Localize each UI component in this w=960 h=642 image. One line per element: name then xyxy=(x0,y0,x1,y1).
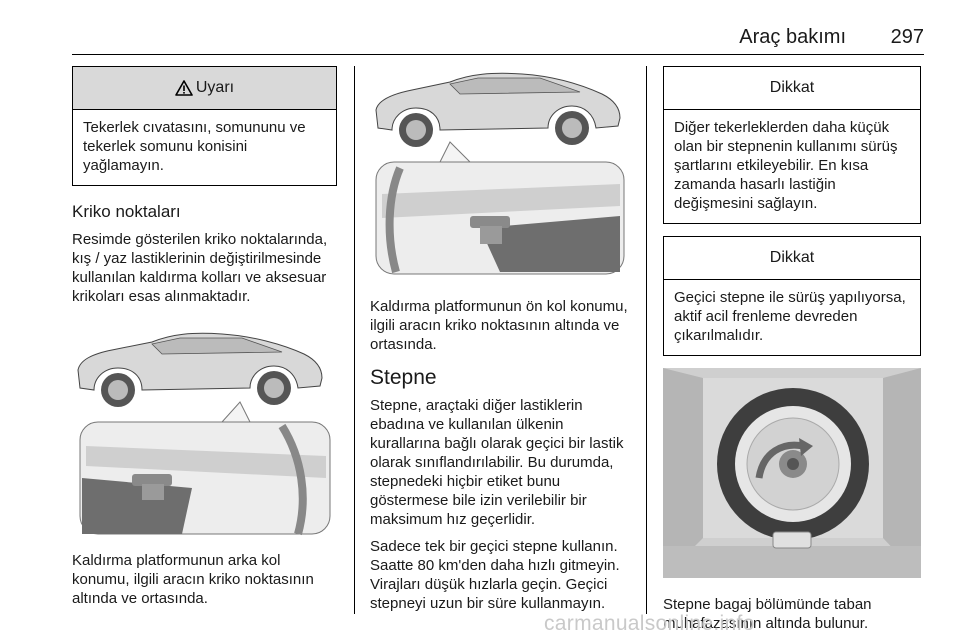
warning-box: Uyarı Tekerlek cıvatasını, somununu ve t… xyxy=(72,66,337,186)
spare-wheel-caption: Stepne bagaj bölümünde taban muhafazasın… xyxy=(663,596,872,632)
spare-heading: Stepne xyxy=(370,366,437,389)
spare-paragraph-1: Stepne, araçtaki diğer lastiklerin ebadı… xyxy=(370,397,624,528)
column-right: Dikkat Diğer tekerleklerden daha küçük o… xyxy=(663,66,921,633)
page-number: 297 xyxy=(890,26,924,48)
notice-1-text: Diğer tekerleklerden daha küçük olan bir… xyxy=(674,119,898,212)
warning-header: Uyarı xyxy=(73,67,336,110)
section-title: Araç bakımı xyxy=(739,26,846,48)
notice-1-title: Dikkat xyxy=(769,79,815,96)
warning-title: Uyarı xyxy=(195,79,235,96)
warning-triangle-icon xyxy=(175,80,193,96)
notice-box-1: Dikkat Diğer tekerleklerden daha küçük o… xyxy=(663,66,921,224)
page-header: Araç bakımı 297 xyxy=(72,20,924,55)
rear-jack-caption: Kaldırma platformunun arka kol konumu, i… xyxy=(72,552,314,607)
column-divider xyxy=(646,66,647,614)
watermark: carmanualsonline.info xyxy=(544,612,755,635)
column-divider xyxy=(354,66,355,614)
jacking-intro: Resimde gösterilen kriko noktalarında, k… xyxy=(72,231,328,305)
jacking-heading: Kriko noktaları xyxy=(72,202,181,221)
notice-2-header: Dikkat xyxy=(664,237,920,280)
front-jack-illustration xyxy=(370,66,632,281)
notice-2-text: Geçici stepne ile sürüş yapılıyorsa, akt… xyxy=(674,289,906,344)
notice-1-header: Dikkat xyxy=(664,67,920,110)
column-left: Uyarı Tekerlek cıvatasını, somununu ve t… xyxy=(72,66,337,608)
warning-text: Tekerlek cıvatasını, somununu ve tekerle… xyxy=(83,119,306,174)
notice-2-title: Dikkat xyxy=(769,249,815,266)
notice-box-2: Dikkat Geçici stepne ile sürüş yapılıyor… xyxy=(663,236,921,356)
spare-paragraph-2: Sadece tek bir geçici stepne kullanın. S… xyxy=(370,538,620,612)
rear-jack-illustration xyxy=(72,328,337,541)
spare-wheel-illustration xyxy=(663,368,921,583)
front-jack-caption: Kaldırma platformunun ön kol konumu, ilg… xyxy=(370,298,628,353)
column-middle: Kaldırma platformunun ön kol konumu, ilg… xyxy=(370,66,632,613)
